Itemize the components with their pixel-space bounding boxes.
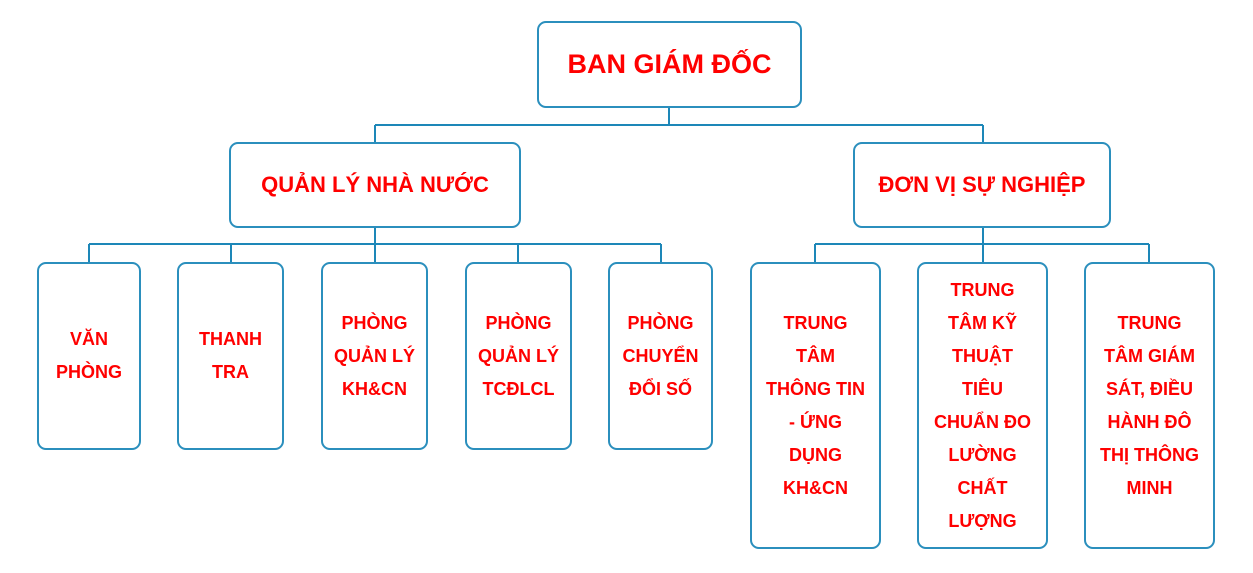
node-phong-quan-ly-khcn: PHÒNG QUẢN LÝ KH&CN <box>321 262 428 450</box>
node-trung-tam-thong-tin: TRUNG TÂM THÔNG TIN - ỨNG DỤNG KH&CN <box>750 262 881 549</box>
node-label: PHÒNG QUẢN LÝ KH&CN <box>334 312 415 399</box>
node-label: ĐƠN VỊ SỰ NGHIỆP <box>878 172 1086 197</box>
node-don-vi-su-nghiep: ĐƠN VỊ SỰ NGHIỆP <box>853 142 1111 228</box>
node-phong-chuyen-doi-so: PHÒNG CHUYỂN ĐỔI SỐ <box>608 262 713 450</box>
node-label: THANH TRA <box>199 329 262 382</box>
node-label: PHÒNG CHUYỂN ĐỔI SỐ <box>622 312 699 399</box>
node-thanh-tra: THANH TRA <box>177 262 284 450</box>
node-label: VĂN PHÒNG <box>55 329 122 382</box>
node-label: TRUNG TÂM KỸ THUẬT TIÊU CHUẨN ĐO LƯỜNG C… <box>934 279 1031 531</box>
node-quan-ly-nha-nuoc: QUẢN LÝ NHÀ NƯỚC <box>229 142 521 228</box>
node-label: QUẢN LÝ NHÀ NƯỚC <box>261 172 489 197</box>
node-label: PHÒNG QUẢN LÝ TCĐLCL <box>478 312 559 399</box>
node-phong-quan-ly-tcdlcl: PHÒNG QUẢN LÝ TCĐLCL <box>465 262 572 450</box>
node-ban-giam-doc: BAN GIÁM ĐỐC <box>537 21 802 108</box>
node-trung-tam-ky-thuat: TRUNG TÂM KỸ THUẬT TIÊU CHUẨN ĐO LƯỜNG C… <box>917 262 1048 549</box>
node-label: TRUNG TÂM GIÁM SÁT, ĐIỀU HÀNH ĐÔ THỊ THÔ… <box>1100 312 1199 498</box>
node-trung-tam-giam-sat: TRUNG TÂM GIÁM SÁT, ĐIỀU HÀNH ĐÔ THỊ THÔ… <box>1084 262 1215 549</box>
node-label: BAN GIÁM ĐỐC <box>567 49 772 79</box>
node-van-phong: VĂN PHÒNG <box>37 262 141 450</box>
node-label: TRUNG TÂM THÔNG TIN - ỨNG DỤNG KH&CN <box>766 312 865 498</box>
